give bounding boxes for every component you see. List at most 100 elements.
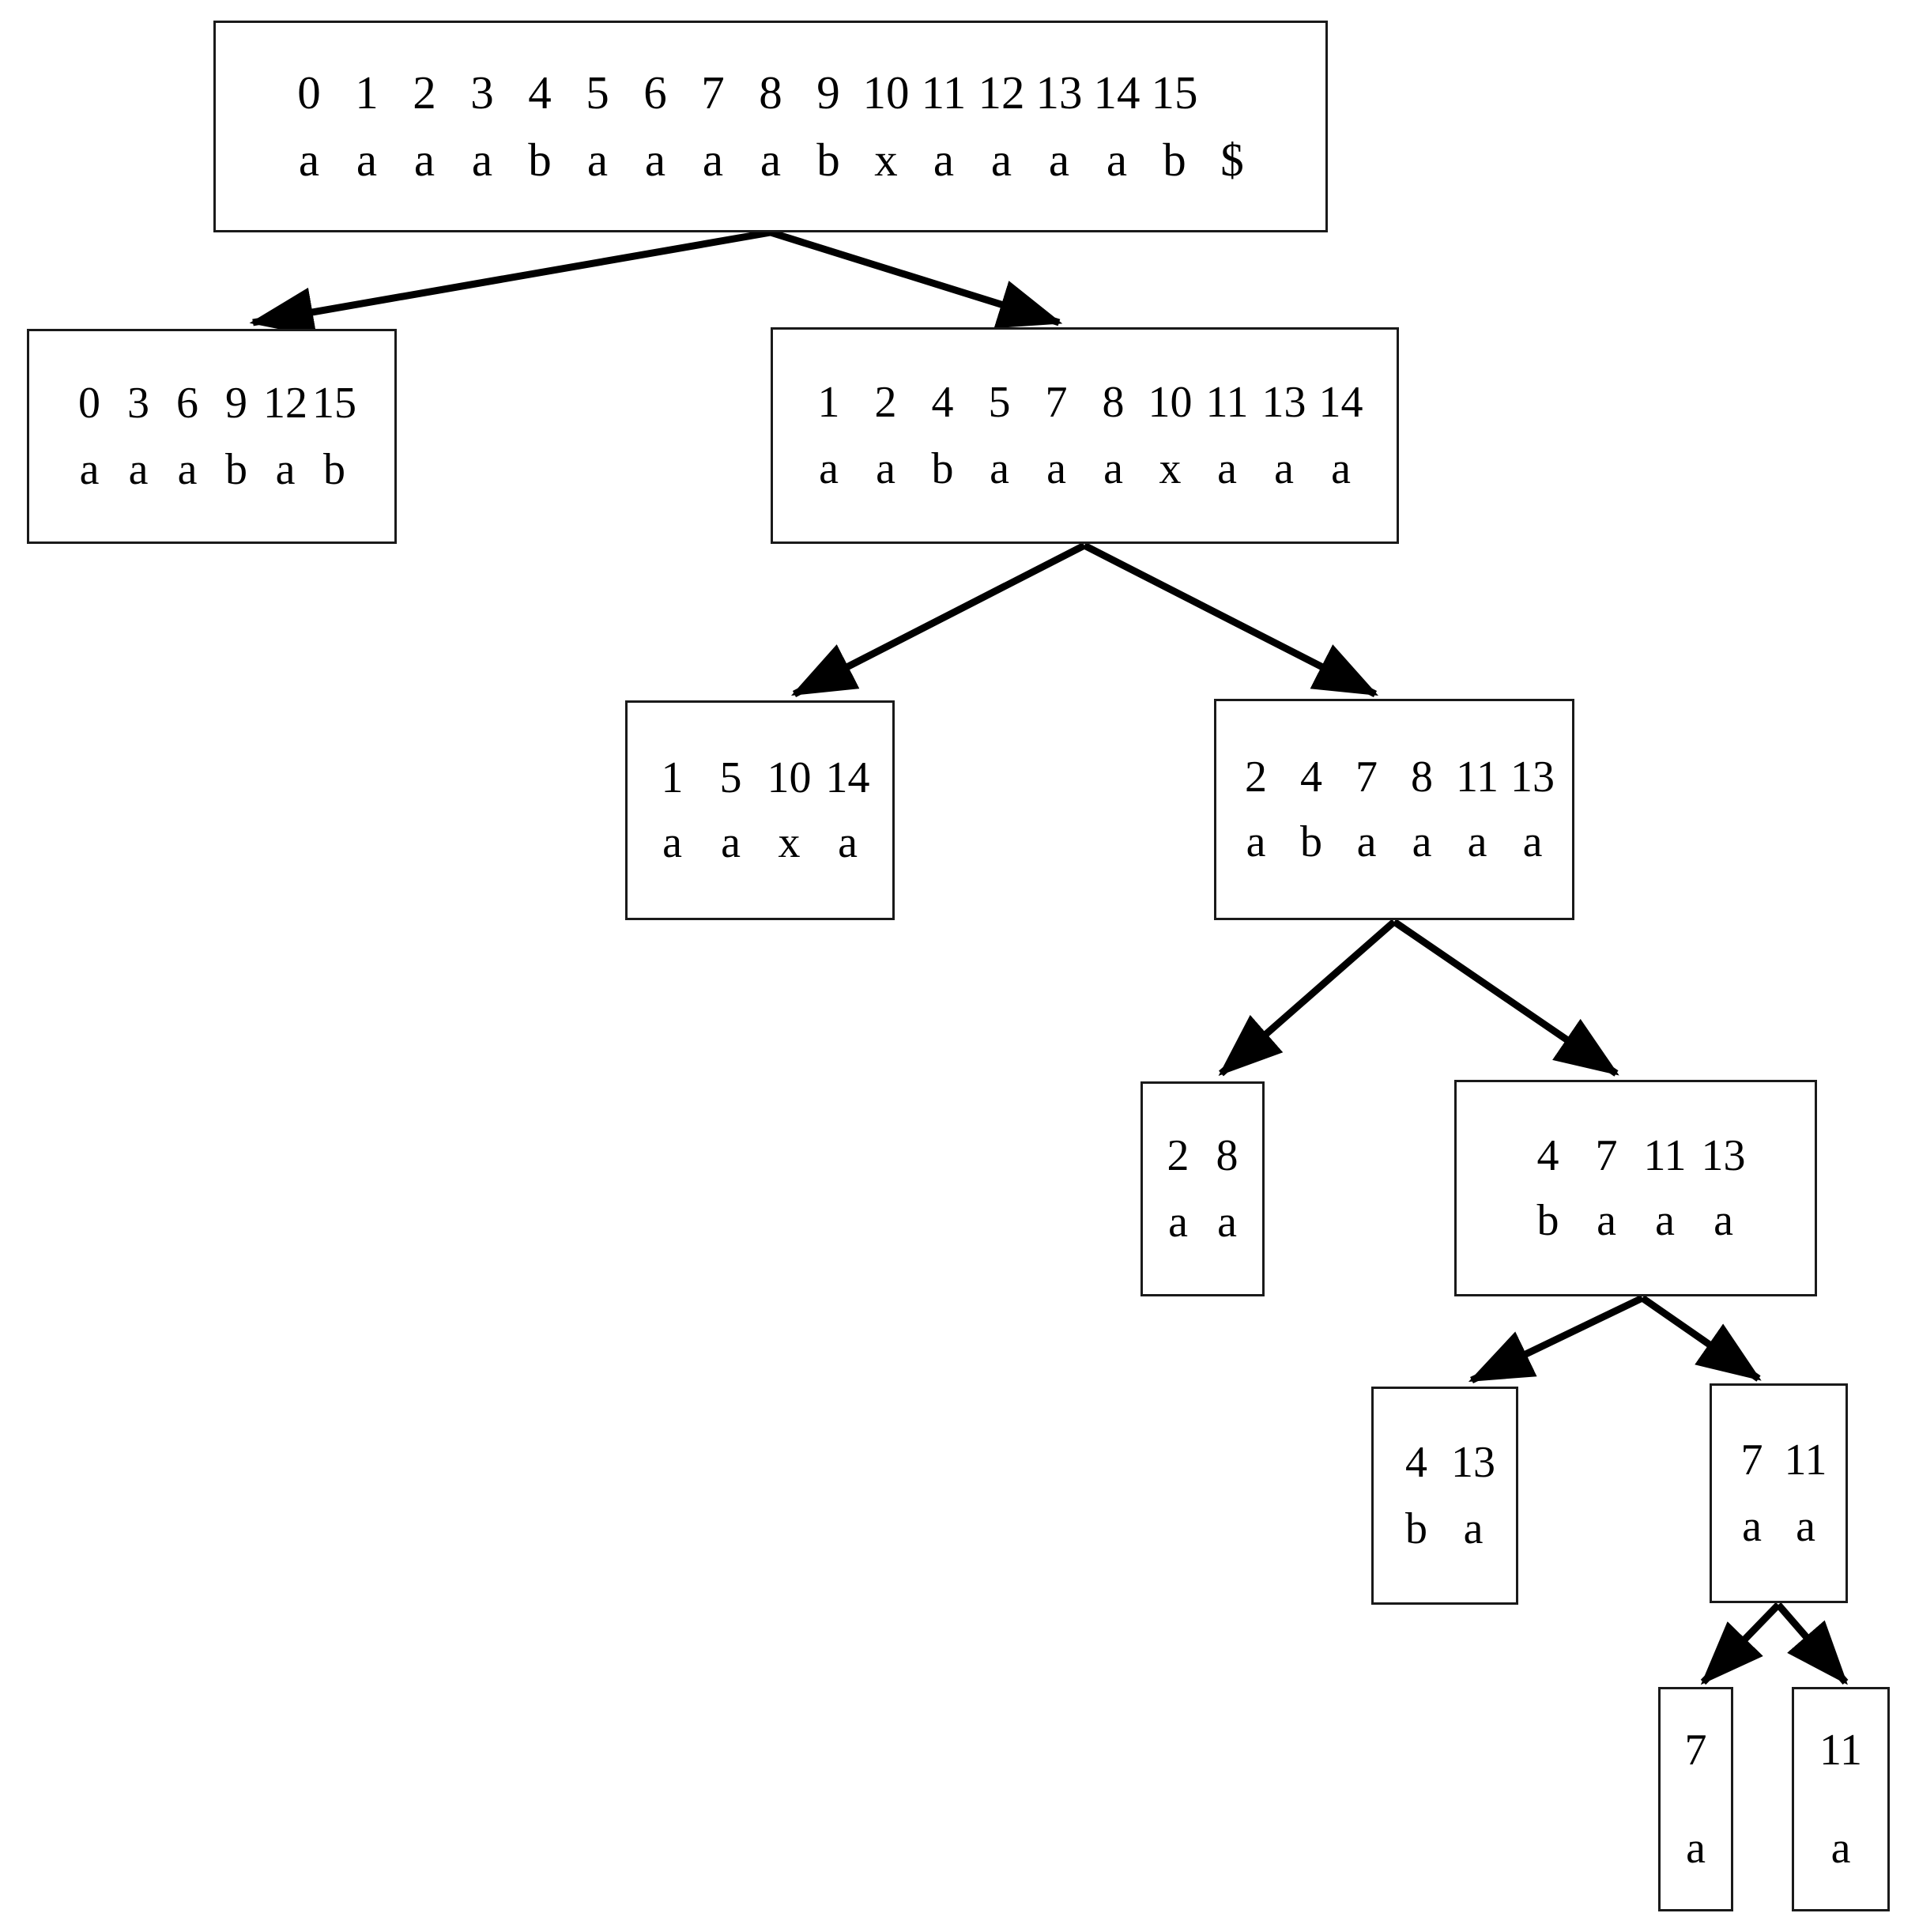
index-cell: 4 — [1536, 1131, 1559, 1180]
char-cell: a — [644, 134, 666, 186]
index-cell: 8 — [759, 66, 782, 119]
char-cell: a — [1830, 1824, 1851, 1873]
edge-root-to-l1-left — [249, 228, 771, 337]
edge-l2-right-to-l3-right — [1392, 919, 1619, 1077]
char-cell: a — [1103, 444, 1123, 493]
char-cell: x — [778, 818, 801, 867]
index-cell: 7 — [1740, 1436, 1763, 1485]
index-cell: 6 — [643, 66, 667, 119]
char-cell: b — [931, 444, 954, 493]
char-cell: a — [1046, 444, 1066, 493]
tree-node-leaf-11[interactable]: 11 a — [1792, 1687, 1890, 1911]
node-char-row: a — [1816, 1826, 1865, 1870]
index-cell: 7 — [1595, 1131, 1618, 1180]
char-cell: b — [323, 445, 345, 494]
index-cell: 7 — [1684, 1726, 1707, 1775]
char-cell: a — [177, 445, 198, 494]
char-cell: a — [128, 445, 149, 494]
index-cell: 9 — [816, 66, 840, 119]
char-cell: a — [819, 444, 839, 493]
index-cell: 4 — [931, 378, 954, 427]
char-cell: b — [1536, 1196, 1559, 1245]
edge-l3-right-to-l4-left — [1468, 1294, 1644, 1384]
index-cell: 14 — [825, 753, 870, 802]
char-cell: a — [1412, 817, 1432, 866]
char-cell: b — [1300, 817, 1322, 866]
char-cell: a — [1356, 817, 1377, 866]
index-cell: 11 — [1784, 1436, 1827, 1485]
index-cell: 3 — [127, 379, 149, 428]
char-cell: a — [1246, 817, 1266, 866]
index-cell: 13 — [1510, 753, 1555, 802]
char-cell: a — [1597, 1196, 1616, 1245]
node-char-row: a — [1676, 1826, 1716, 1870]
edge-l4-right-to-l5-right — [1775, 1602, 1849, 1685]
char-cell: a — [356, 134, 378, 186]
char-cell: a — [662, 818, 682, 867]
char-cell: b — [225, 445, 247, 494]
char-cell: a — [1655, 1196, 1675, 1245]
char-cell: x — [874, 134, 898, 186]
index-cell: 2 — [1167, 1131, 1189, 1180]
char-cell: a — [838, 818, 858, 867]
char-cell: b — [528, 134, 552, 186]
index-cell: 11 — [1643, 1131, 1687, 1180]
index-cell: 5 — [719, 753, 742, 802]
index-cell: 15 — [1151, 66, 1198, 119]
char-cell: a — [586, 134, 609, 186]
node-index-row: 11 — [1816, 1728, 1865, 1772]
char-cell: a — [1796, 1502, 1815, 1551]
edge-l2-right-to-l3-left — [1218, 919, 1397, 1077]
index-cell: 11 — [1456, 753, 1499, 802]
index-cell: 7 — [1355, 753, 1378, 802]
char-cell: a — [1217, 444, 1237, 493]
tree-node-leaf-7[interactable]: 7 a — [1658, 1687, 1733, 1911]
char-cell: a — [1714, 1196, 1733, 1245]
char-cell: a — [1331, 444, 1351, 493]
char-cell: a — [1742, 1502, 1762, 1551]
edge-l4-right-to-l5-left — [1700, 1602, 1781, 1685]
index-cell: 0 — [297, 66, 321, 119]
index-cell: 13 — [1035, 66, 1083, 119]
char-cell: b — [816, 134, 840, 186]
edge-l3-right-to-l4-right — [1640, 1295, 1762, 1382]
index-cell: 2 — [1245, 753, 1267, 802]
char-cell: a — [298, 134, 320, 186]
index-cell: 11 — [921, 66, 967, 119]
index-cell: 6 — [176, 379, 198, 428]
index-cell: 11 — [1205, 378, 1249, 427]
index-cell: 9 — [225, 379, 247, 428]
char-cell: a — [1106, 134, 1128, 186]
char-cell: a — [1463, 1504, 1484, 1553]
index-cell: 2 — [413, 66, 436, 119]
index-cell: 5 — [988, 378, 1011, 427]
index-cell: 13 — [1451, 1438, 1495, 1487]
index-cell: 12 — [263, 379, 307, 428]
index-cell: 1 — [817, 378, 840, 427]
char-cell: b — [1405, 1504, 1427, 1553]
char-cell: a — [933, 134, 955, 186]
char-cell: a — [275, 445, 296, 494]
